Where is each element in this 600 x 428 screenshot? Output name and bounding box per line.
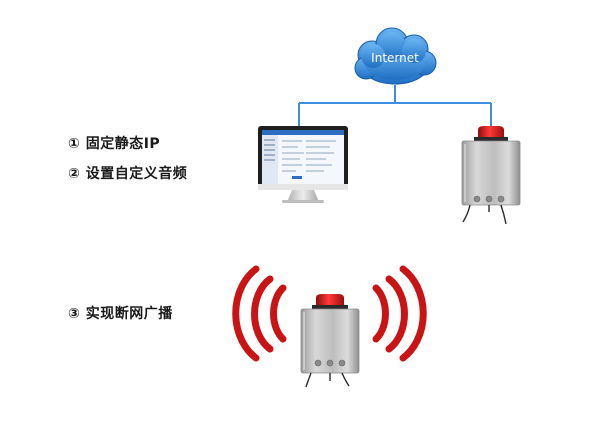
cloud-label: Internet [371, 51, 419, 65]
network-speaker-icon [461, 126, 521, 225]
internet-cloud-icon: Internet [354, 27, 437, 85]
sound-wave-icon [232, 265, 287, 362]
sound-wave-icon [372, 265, 427, 362]
step-1-label: ① 固定静态IP [68, 136, 161, 152]
step-3-label: ③ 实现断网广播 [68, 306, 173, 322]
computer-monitor-icon [258, 126, 348, 203]
network-speaker-icon [300, 294, 360, 388]
step-2-label: ② 设置自定义音频 [68, 166, 188, 182]
